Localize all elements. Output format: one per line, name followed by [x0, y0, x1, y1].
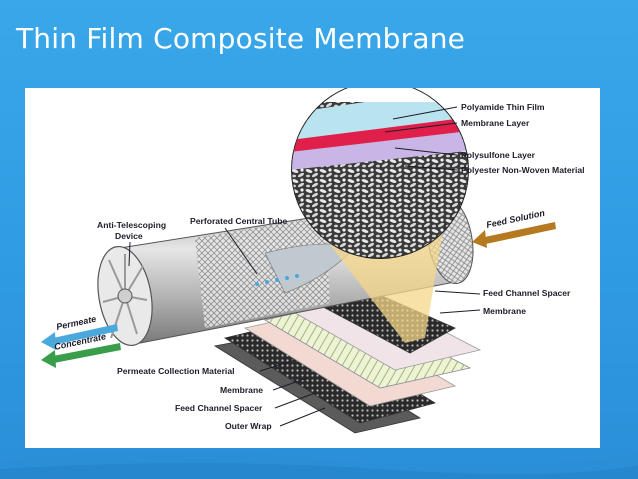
label-anti-telescoping-line1: Anti-Telescoping — [97, 220, 166, 230]
label-feed-channel-spacer-right: Feed Channel Spacer — [483, 288, 571, 298]
concentrate-arrow — [41, 343, 121, 368]
feed-solution-arrow — [472, 222, 556, 248]
slide-bottom-wave — [0, 452, 638, 479]
label-membrane-right: Membrane — [483, 306, 526, 316]
label-outer-wrap: Outer Wrap — [225, 421, 272, 431]
leader-lines — [128, 106, 481, 427]
label-anti-telescoping-line2: Device — [115, 231, 143, 241]
slide-title: Thin Film Composite Membrane — [16, 22, 466, 55]
diagram-panel: Polyamide Thin Film Membrane Layer Polys… — [25, 88, 600, 448]
label-polyamide-thin-film: Polyamide Thin Film — [461, 102, 545, 112]
label-perforated-central-tube: Perforated Central Tube — [190, 216, 287, 226]
permeate-arrow — [41, 324, 118, 350]
membrane-diagram: Polyamide Thin Film Membrane Layer Polys… — [41, 88, 585, 434]
unrolled-layers — [213, 283, 482, 434]
label-membrane-layer: Membrane Layer — [461, 118, 530, 128]
label-membrane-bottom: Membrane — [220, 385, 263, 395]
label-feed-channel-spacer-bottom: Feed Channel Spacer — [175, 403, 263, 413]
polysulfone-layer — [292, 123, 468, 170]
label-polysulfone-layer: Polysulfone Layer — [461, 150, 536, 160]
label-permeate-collection-material: Permeate Collection Material — [117, 366, 235, 376]
label-permeate: Permeate — [55, 314, 97, 332]
label-polyester-non-woven: Polyester Non-Woven Material — [461, 165, 585, 175]
perforated-tube-holes — [255, 274, 299, 286]
